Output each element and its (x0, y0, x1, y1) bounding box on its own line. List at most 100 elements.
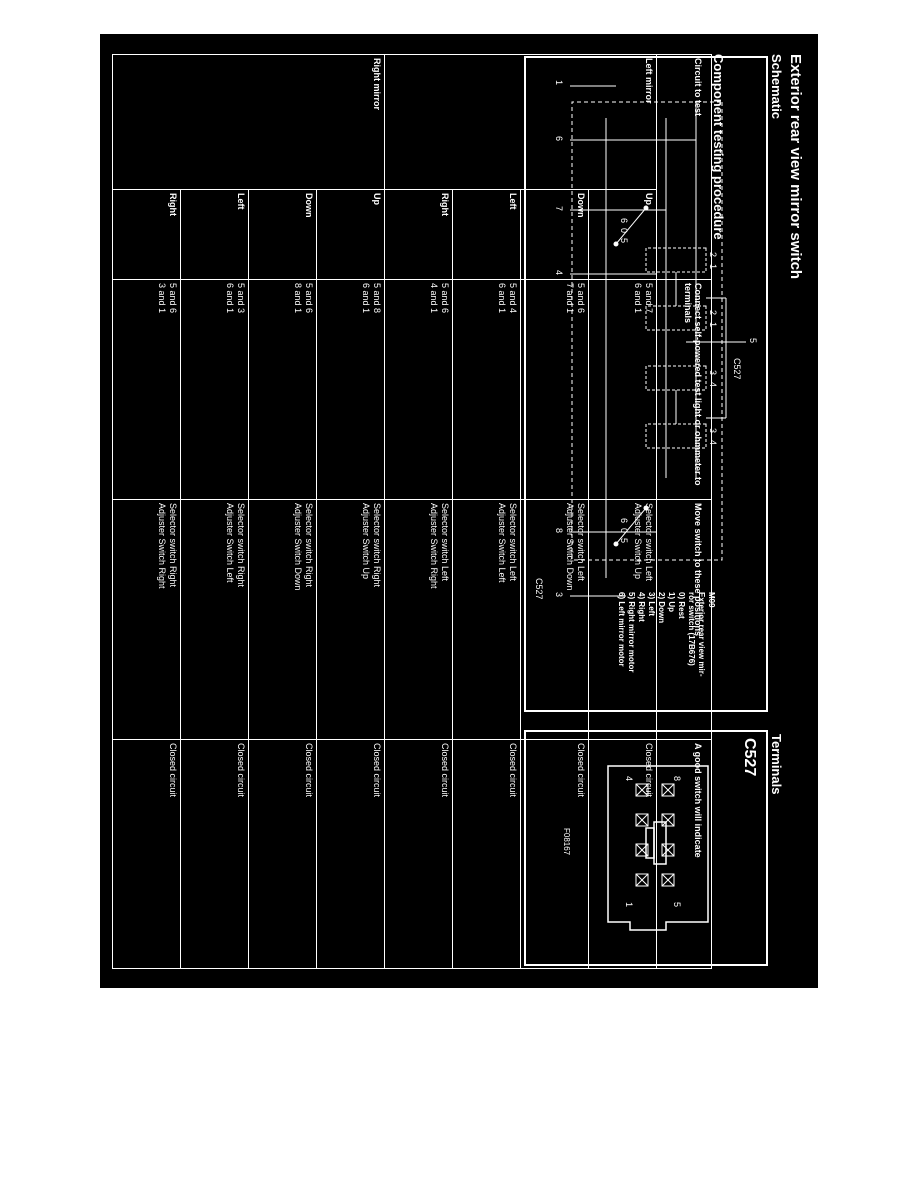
direction-cell: Up (588, 189, 657, 280)
switch-position: Adjuster Switch Down (293, 503, 303, 591)
cavity-number: 4 (624, 776, 634, 781)
switch-position: Adjuster Switch Right (429, 503, 439, 589)
position-label: 2 (708, 252, 718, 257)
pin-label: 7 (554, 206, 564, 211)
result-cell: Closed circuit (248, 739, 317, 969)
circuit-label: Left mirror (644, 58, 654, 104)
terminal-pair: 5 and 7 (644, 283, 654, 314)
col-header-positions: Move switch to these positions (656, 499, 712, 740)
switch-position: Selector switch Left (440, 503, 450, 582)
switch-position: Selector switch Right (168, 503, 178, 588)
switch-position: Adjuster Switch Right (157, 503, 167, 589)
terminal-pair: 7 and 1 (565, 283, 575, 314)
circuit-label: Right mirror (372, 58, 382, 111)
terminal-pair: 3 and 1 (157, 283, 167, 314)
switch-label: 6 (619, 518, 629, 523)
switch-position: Adjuster Switch Up (361, 503, 371, 580)
position-label: 3 (708, 370, 718, 375)
direction-cell: Right (112, 189, 181, 280)
figure-code: F08167 (562, 828, 571, 856)
cavity-number: 5 (672, 902, 682, 907)
result-cell: Closed circuit (180, 739, 249, 969)
switch-position: Selector switch Right (372, 503, 382, 588)
switch-position: Adjuster Switch Up (633, 503, 643, 580)
result-cell: Closed circuit (520, 739, 589, 969)
schematic-diagram: 1 6 7 4 5 8 3 C527 C527 6 0 5 6 0 5 2 1 … (534, 80, 758, 600)
testing-heading: Component testing procedure (711, 54, 726, 240)
switch-label: 0 (619, 228, 629, 233)
page-title: Exterior rear view mirror switch (787, 54, 804, 280)
pin-label: 4 (554, 270, 564, 275)
terminal-pair: 5 and 3 (236, 283, 246, 314)
terminal-pair: 5 and 4 (508, 283, 518, 314)
terminal-pair: 4 and 1 (429, 283, 439, 314)
terminals-panel: C527 4 1 8 5 F08167 (524, 730, 768, 966)
switch-position: Adjuster Switch Down (565, 503, 575, 591)
result-cell: Closed circuit (588, 739, 657, 969)
switch-label: 6 (619, 218, 629, 223)
switch-label: 5 (619, 238, 629, 243)
switch-position: Adjuster Switch Left (497, 503, 507, 583)
pin-label: 5 (748, 338, 758, 343)
terminal-pair: 6 and 1 (633, 283, 643, 314)
position-label: 1 (708, 264, 718, 269)
terminal-pair: 8 and 1 (293, 283, 303, 314)
testing-table: Circuit to test Connect self-powered tes… (112, 54, 712, 969)
direction-cell: Down (248, 189, 317, 280)
position-label: 1 (708, 322, 718, 327)
switch-position: Adjuster Switch Left (225, 503, 235, 583)
connector-label: C527 (732, 358, 742, 380)
terminal-pair: 5 and 8 (372, 283, 382, 314)
terminal-pair: 5 and 6 (304, 283, 314, 314)
terminals-heading: Terminals (769, 734, 784, 795)
result-cell: Closed circuit (384, 739, 453, 969)
switch-position: Selector switch Left (508, 503, 518, 582)
position-label: 4 (708, 382, 718, 387)
direction-cell: Left (180, 189, 249, 280)
terminal-pair: 5 and 6 (440, 283, 450, 314)
schematic-heading: Schematic (769, 54, 784, 120)
terminal-pair: 5 and 6 (576, 283, 586, 314)
cavity-number: 8 (672, 776, 682, 781)
direction-cell: Right (384, 189, 453, 280)
terminal-pair: 6 and 1 (497, 283, 507, 314)
position-label: 4 (708, 440, 718, 445)
connector-label: C527 (534, 578, 544, 600)
col-header-circuit: Circuit to test (656, 54, 712, 280)
pin-label: 6 (554, 136, 564, 141)
direction-cell: Left (452, 189, 521, 280)
result-cell: Closed circuit (316, 739, 385, 969)
connector-drawing: 4 1 8 5 F08167 (562, 765, 709, 931)
direction-cell: Down (520, 189, 589, 280)
position-label: 3 (708, 428, 718, 433)
terminal-pair: 6 and 1 (361, 283, 371, 314)
switch-label: 0 (619, 528, 629, 533)
document-page: Exterior rear view mirror switch Schemat… (100, 34, 818, 988)
terminal-pair: 5 and 6 (168, 283, 178, 314)
pin-label: 8 (554, 528, 564, 533)
pin-label: 3 (554, 592, 564, 597)
col-header-terminals: Connect self-powered test light or ohmme… (656, 279, 712, 500)
switch-position: Selector switch Right (236, 503, 246, 588)
rotated-content: Exterior rear view mirror switch Schemat… (100, 34, 818, 988)
result-cell: Closed circuit (112, 739, 181, 969)
switch-position: Selector switch Right (304, 503, 314, 588)
